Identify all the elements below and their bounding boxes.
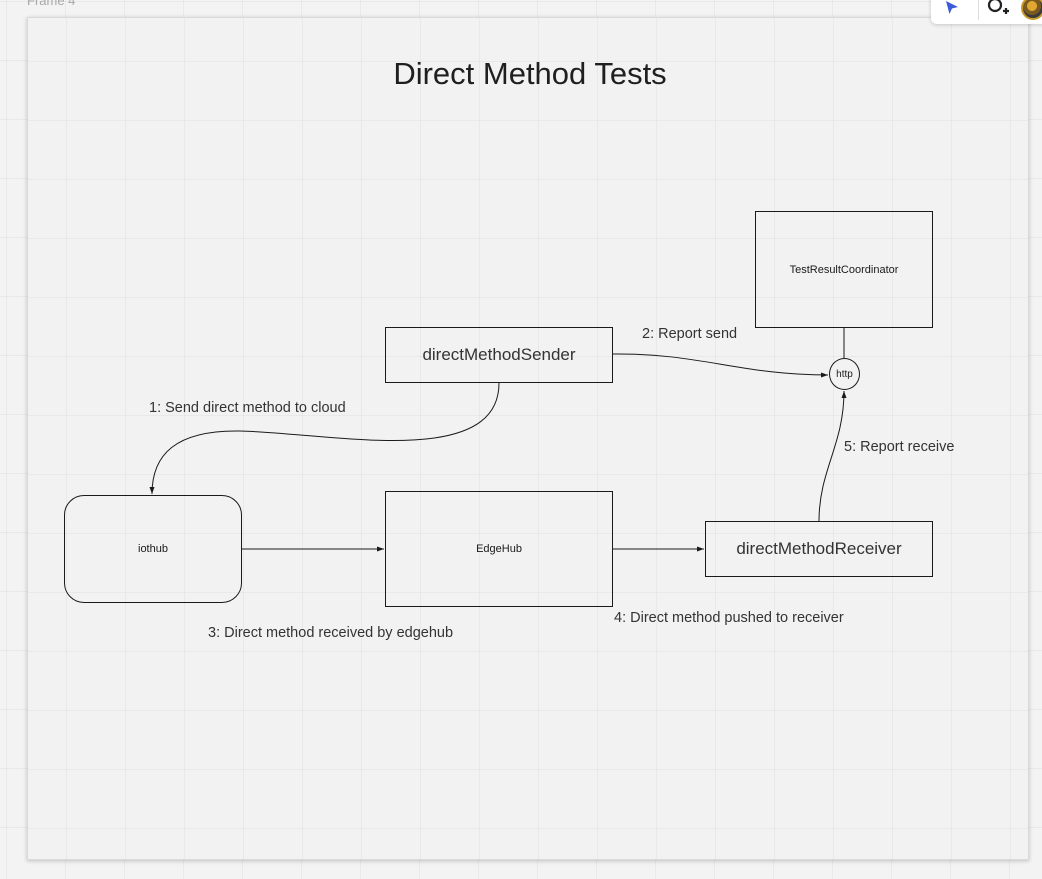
frame-label[interactable]: Frame 4 xyxy=(27,0,76,8)
node-http-endpoint[interactable]: http xyxy=(829,358,860,390)
edge-label-step5[interactable]: 5: Report receive xyxy=(844,439,955,455)
edge-label-step3[interactable]: 3: Direct method received by edgehub xyxy=(208,625,454,641)
user-avatar[interactable] xyxy=(1021,0,1042,20)
node-http-label: http xyxy=(836,368,853,380)
add-user-icon[interactable] xyxy=(987,0,1011,23)
edge-label-step2[interactable]: 2: Report send xyxy=(642,326,738,342)
cursor-icon[interactable] xyxy=(944,0,960,21)
node-test-result-coordinator-label: TestResultCoordinator xyxy=(789,263,899,276)
node-direct-method-receiver-label: directMethodReceiver xyxy=(736,539,902,558)
edge-label-step4[interactable]: 4: Direct method pushed to receiver xyxy=(614,610,844,626)
diagram-frame[interactable] xyxy=(27,17,1029,860)
collaboration-toolbar xyxy=(931,0,1042,24)
node-iothub-label: iothub xyxy=(138,543,168,555)
node-edgehub-label: EdgeHub xyxy=(476,543,522,555)
edge-label-step1[interactable]: 1: Send direct method to cloud xyxy=(149,400,346,416)
diagram-title[interactable]: Direct Method Tests xyxy=(393,56,667,91)
toolbar-divider xyxy=(978,0,979,20)
node-iothub[interactable]: iothub xyxy=(64,495,242,603)
node-direct-method-receiver[interactable]: directMethodReceiver xyxy=(705,521,933,577)
node-edgehub[interactable]: EdgeHub xyxy=(385,491,613,607)
node-direct-method-sender[interactable]: directMethodSender xyxy=(385,327,613,383)
node-direct-method-sender-label: directMethodSender xyxy=(422,345,576,364)
node-test-result-coordinator[interactable]: TestResultCoordinator xyxy=(755,211,933,328)
